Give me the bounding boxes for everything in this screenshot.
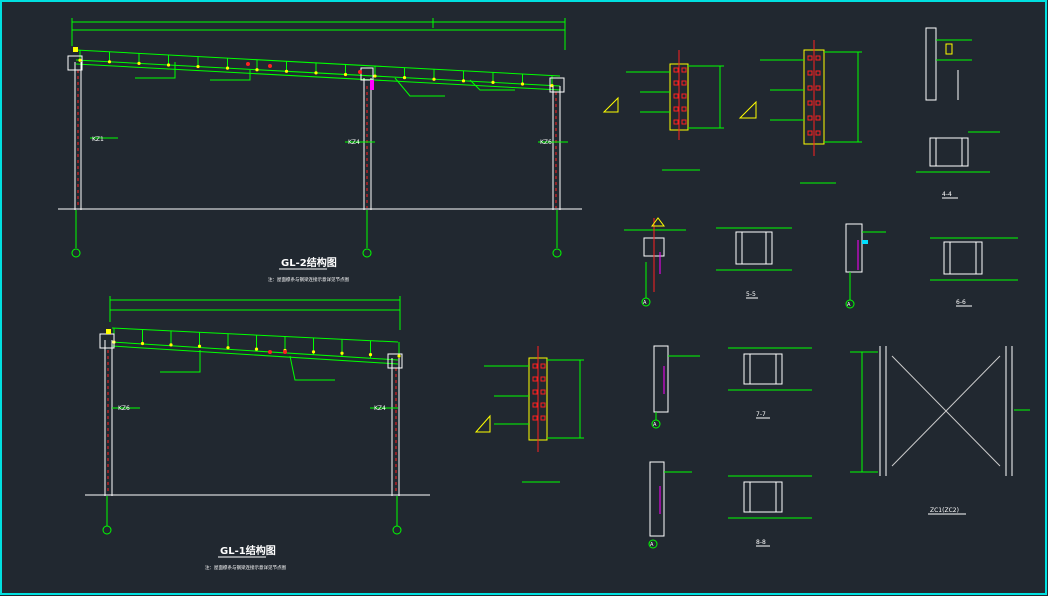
purlin-cleat [78,58,82,62]
bolt-mark [540,402,546,408]
gl2-column-label-2: KZ4 [348,139,360,146]
bolt-mark [807,55,813,61]
purlin-cleat [520,82,525,86]
purlin-cleat [196,64,200,69]
column-base-detail-4 [648,461,692,549]
gl1-drawing-note: 注：屋面檩条与钢梁连接示意详见节点图 [205,564,286,571]
column-base-detail-3 [651,345,700,429]
frame-elevation-gl2 [58,18,582,258]
bolt-mark [681,80,687,86]
gl1-column-label-1: KZ6 [118,405,130,412]
purlin-cleat [140,341,145,346]
purlin-cleat [397,354,401,358]
section-7-7-label: 7-7 [756,411,766,418]
bolt-mark [540,363,546,369]
gl1-drawing-title: GL-1结构图 [220,544,276,557]
gl2-drawing-note: 注：屋面檩条与钢梁连接示意详见节点图 [268,276,349,283]
axis-marker-2: A [847,302,851,308]
purlin-cleat [137,61,141,65]
endplate-detail-1 [602,50,724,171]
purlin-cleat [169,343,173,347]
gl1-accent-marks [106,329,287,354]
bolt-mark [815,100,821,106]
bolt-mark [673,80,679,86]
axis-marker-3: A [653,422,657,428]
bolt-mark [807,130,813,136]
purlin-cleat [311,350,316,354]
bolt-mark [540,389,546,395]
purlin-cleat [314,71,318,75]
purlin-cleat [255,68,259,72]
gl2-column-label-1: KZ1 [92,136,104,143]
endplate-bolts [532,55,821,421]
bolt-mark [807,70,813,76]
section-4-4 [916,131,1000,199]
purlin-cleat [166,63,171,67]
purlin-cleat [491,80,495,85]
column-base-detail-2 [845,223,886,309]
bolt-mark [815,115,821,121]
section-6-6-label: 6-6 [956,299,966,306]
bolt-mark [673,67,679,73]
gl1-column-label-2: KZ4 [374,405,386,412]
bolt-mark [540,376,546,382]
bolt-mark [673,106,679,112]
purlin-cleat [254,347,259,351]
bolt-mark [673,93,679,99]
section-4-4-label: 4-4 [942,191,952,198]
bolt-mark [815,70,821,76]
section-8-8 [728,475,812,547]
purlin-cleat [402,76,407,80]
bolt-mark [540,415,546,421]
bracing-label: ZC1(ZC2) [930,507,959,514]
gl2-accent-marks [73,47,374,90]
bolt-mark [807,85,813,91]
bolt-mark [815,130,821,136]
purlin-cleat [107,60,112,64]
bolt-mark [532,363,538,369]
bolt-mark [807,115,813,121]
gl2-column-label-3: KZ6 [540,139,552,146]
bolt-mark [681,93,687,99]
purlin-cleat [432,77,436,81]
bolt-mark [532,402,538,408]
bolt-mark [673,119,679,125]
frame-elevation-gl1 [85,296,430,535]
section-6-6 [930,237,1018,307]
bolt-mark [532,389,538,395]
purlin-cleat [368,353,373,357]
purlin-cleat [340,351,344,355]
purlin-cleat [226,346,230,350]
purlin-cleat [225,66,230,70]
section-5-5-label: 5-5 [746,291,756,298]
bolt-mark [532,376,538,382]
bolt-mark [681,106,687,112]
bracing-zc1 [850,346,1030,515]
purlin-cleat [461,79,466,83]
purlin-cleat [373,74,377,78]
gl2-drawing-title: GL-2结构图 [281,256,337,269]
bolt-mark [532,415,538,421]
column-cap-detail [925,27,972,101]
section-7-7 [728,347,812,419]
section-5-5 [716,227,792,299]
purlin-cleat [197,344,202,348]
bolt-mark [815,85,821,91]
purlin-cleat [284,69,289,73]
section-8-8-label: 8-8 [756,539,766,546]
column-base-detail-1 [624,217,686,307]
bolt-mark [807,100,813,106]
bolt-mark [681,67,687,73]
purlin-cleat [343,72,348,77]
axis-marker-1: A [643,300,647,306]
axis-marker-4: A [650,542,654,548]
endplate-detail-3 [474,346,584,483]
bolt-mark [681,119,687,125]
endplate-detail-2 [738,40,862,184]
bolt-mark [815,55,821,61]
